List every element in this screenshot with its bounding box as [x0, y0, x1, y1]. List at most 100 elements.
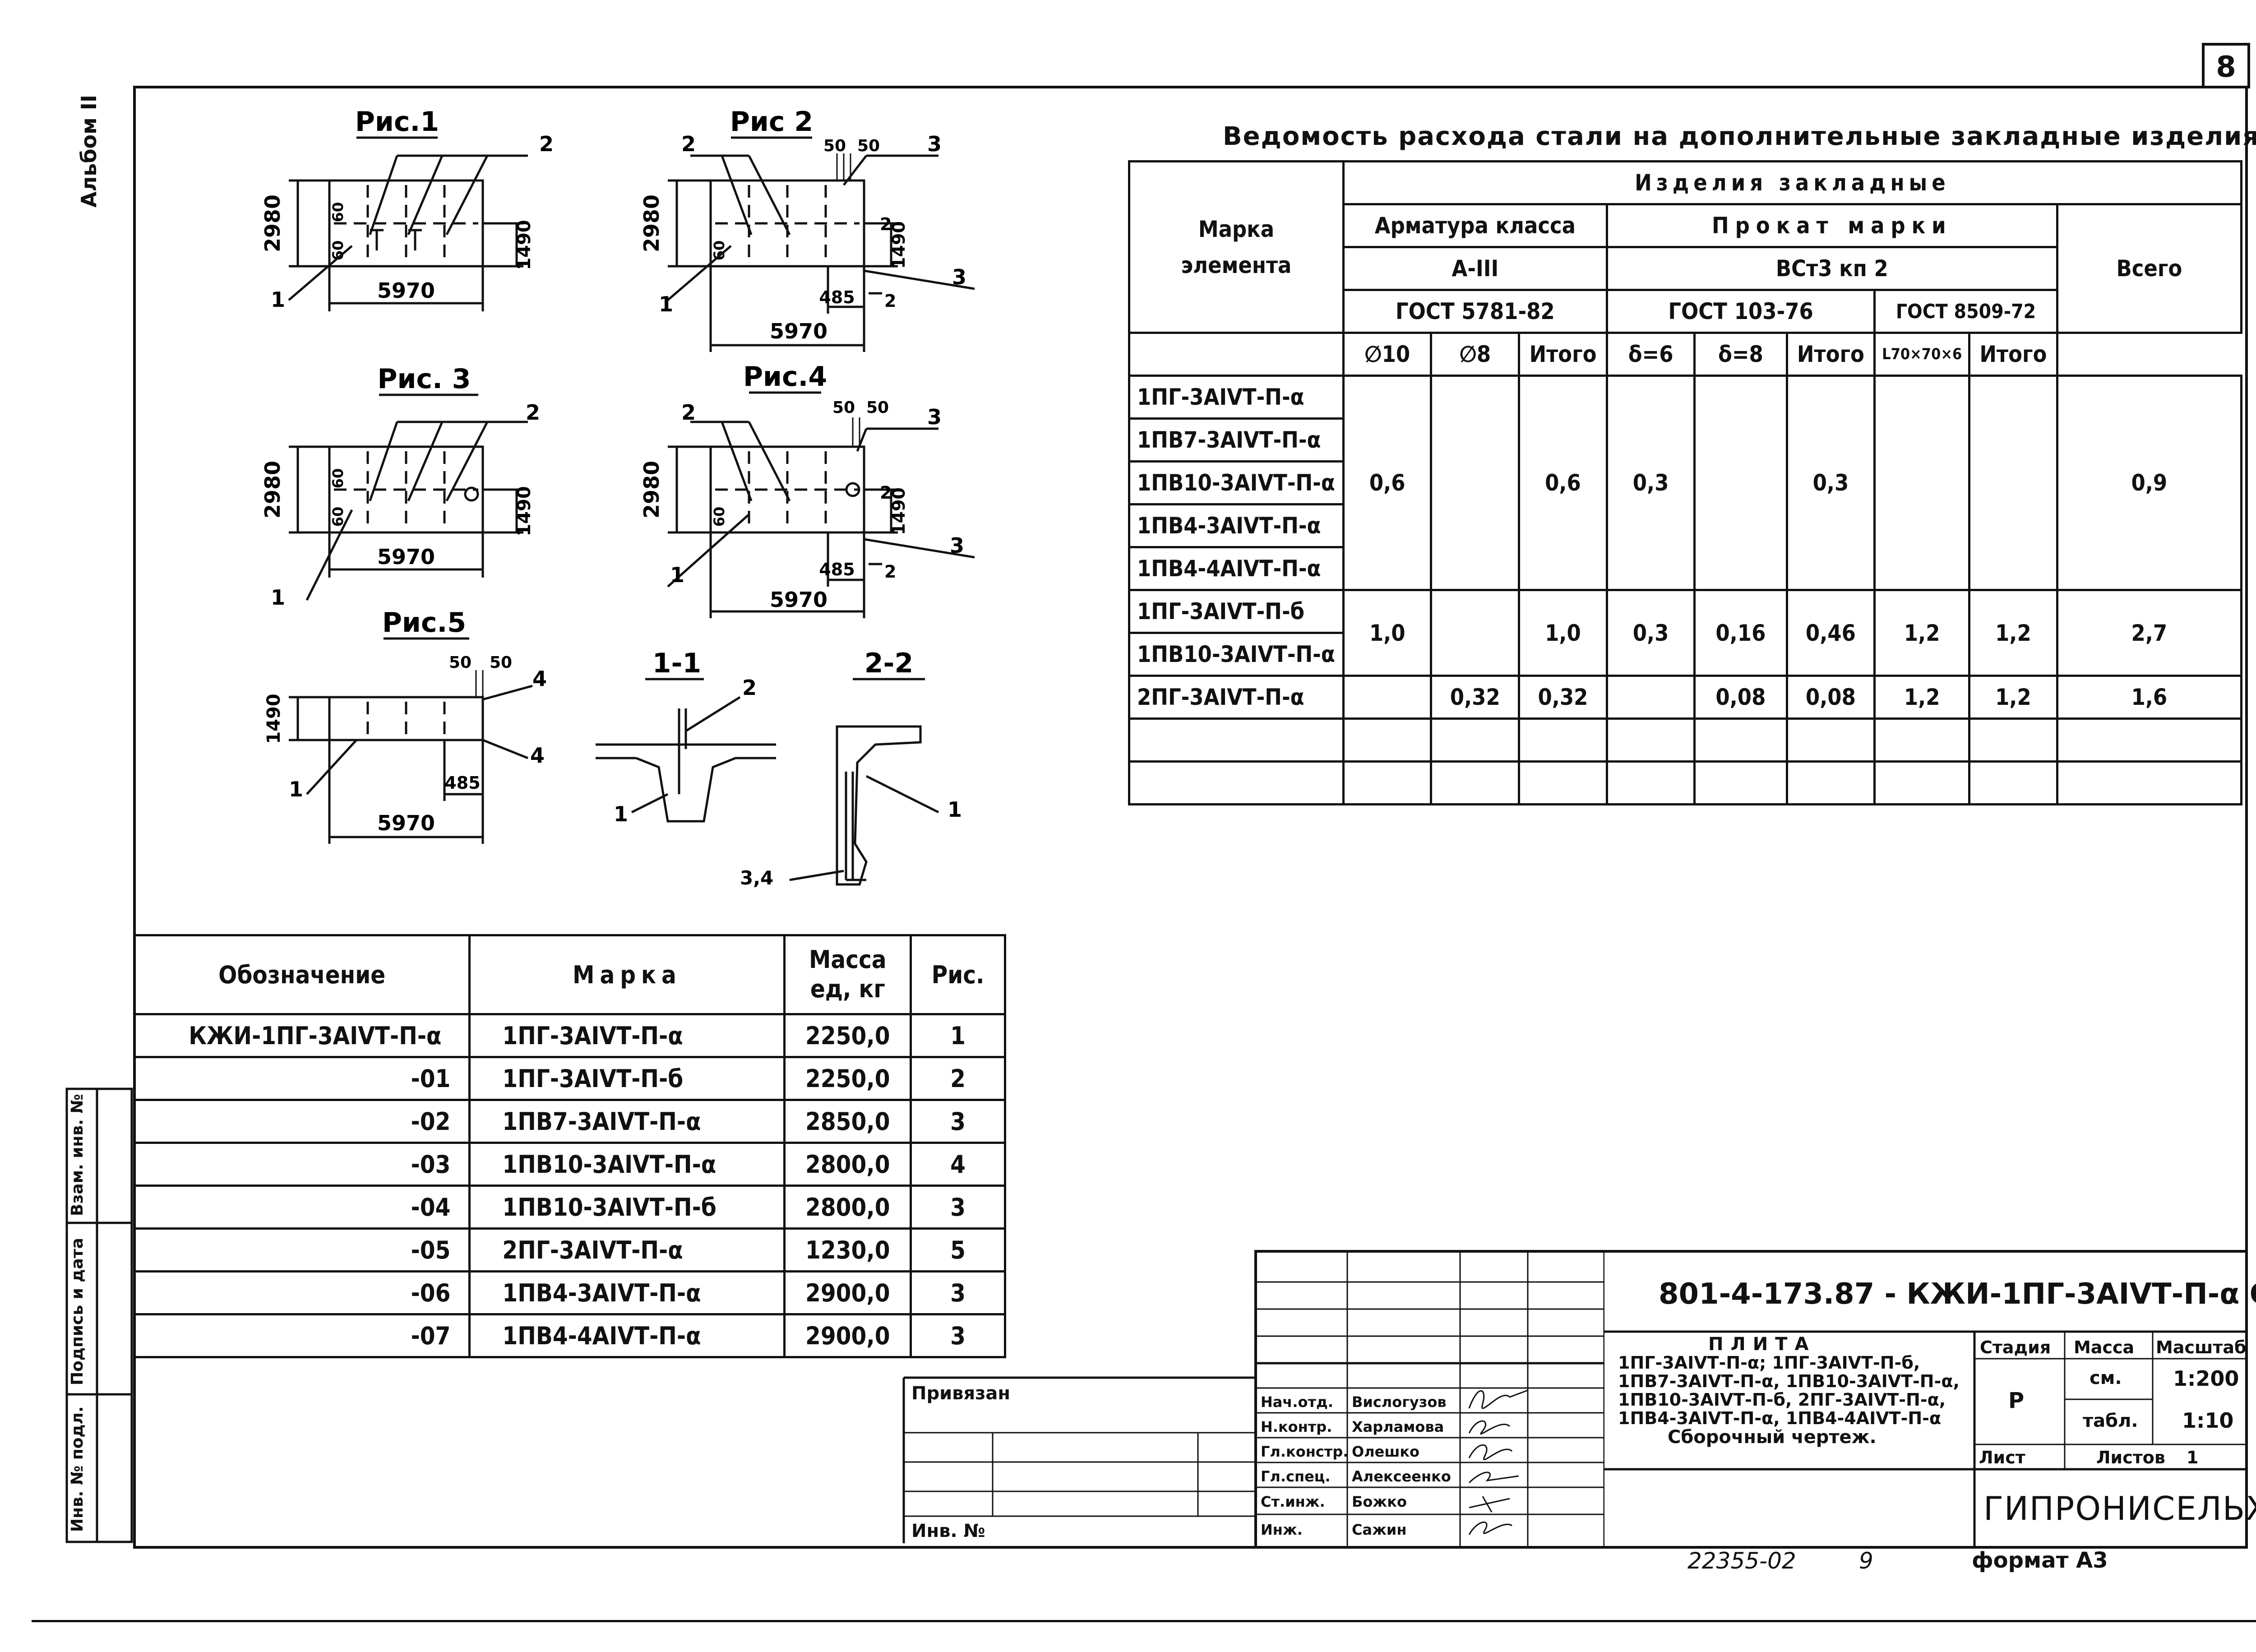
svg-text:5970: 5970 [377, 811, 435, 835]
svg-text:1: 1 [614, 802, 628, 826]
spec-row-fig: 3 [910, 1313, 1006, 1358]
doc-code: 801-4-173.87 - КЖИ-1ПГ-3АIVТ-П-α СБ [1659, 1277, 2256, 1311]
stage-header: Стадия [1980, 1337, 2051, 1357]
spec-row-code: -01 [133, 1056, 471, 1101]
name-n-kontr: Харламова [1352, 1418, 1444, 1435]
spec-row-code: -06 [133, 1270, 471, 1315]
side-stamp: Инв. № подл. Подпись и дата Взам. инв. № [65, 1087, 133, 1543]
svg-text:50: 50 [857, 137, 880, 155]
svg-text:50: 50 [449, 653, 472, 672]
title-line-1: 1ПГ-3АIVТ-П-α; 1ПГ-3АIVТ-П-б, [1618, 1353, 1920, 1373]
spec-row-fig: 4 [910, 1142, 1006, 1187]
spec-row-code: -05 [133, 1227, 471, 1273]
svg-text:1: 1 [271, 585, 285, 610]
footer-format: формат А3 [1972, 1548, 2108, 1573]
role-nach-otd: Нач.отд. [1261, 1393, 1334, 1411]
spec-row-code: -03 [133, 1142, 471, 1187]
svg-text:5970: 5970 [770, 588, 828, 612]
steel-row-mark: 1ПВ7-3АIVТ-П-α [1128, 417, 1345, 463]
spec-row-fig: 2 [910, 1056, 1006, 1101]
title-block: Нач.отд. Н.контр. Гл.констр. Гл.спец. Ст… [1254, 1250, 2256, 1546]
spec-row-mark: 1ПВ4-4АIVТ-П-α [468, 1313, 786, 1358]
figure-3: Рис. 3 2980 5970 1490 60 60 2 1 [260, 363, 540, 610]
steel-h-gost3: ГОСТ 8509-72 [1873, 289, 2058, 334]
title-line-2: 1ПВ7-3АIVТ-П-α, 1ПВ10-3АIVТ-П-α, [1618, 1371, 1960, 1391]
svg-text:50: 50 [490, 653, 512, 672]
svg-text:485: 485 [819, 560, 855, 579]
fig4-title: Рис.4 [743, 361, 827, 393]
scale-value-a: 1:200 [2173, 1366, 2239, 1391]
steel-col-t6: δ=6 [1605, 332, 1696, 377]
name-st-inzh: Божко [1352, 1493, 1407, 1510]
spec-h-mass: Масса ед, кг [783, 934, 912, 1015]
spec-row-code: КЖИ-1ПГ-3АIVТ-П-α [133, 1013, 471, 1058]
svg-text:60: 60 [329, 507, 347, 527]
svg-text:2: 2 [681, 400, 696, 425]
side-label-vzam: Взам. инв. № [68, 1094, 87, 1216]
side-label-inv-podl: Инв. № подл. [68, 1406, 87, 1532]
sheet-header: Лист [1979, 1448, 2025, 1467]
side-stamp-lines [65, 1087, 133, 1543]
sheet-number-box: 8 [2202, 43, 2250, 88]
signature-grid [1257, 1253, 1604, 1546]
fig1-dim-half: 1490 [514, 220, 535, 270]
section-2-2: 2-2 1 3,4 [740, 648, 962, 889]
spec-row-mark: 1ПВ7-3АIVТ-П-α [468, 1099, 786, 1144]
spec-row-mark: 2ПГ-3АIVТ-П-α [468, 1227, 786, 1273]
steel-col-total2: Итого [1785, 332, 1876, 377]
svg-text:5970: 5970 [770, 319, 828, 343]
fig3-title: Рис. 3 [377, 363, 471, 395]
svg-text:2: 2 [526, 400, 540, 425]
steel-col-angle: L70×70×6 [1873, 332, 1971, 377]
steel-h-a3: А-III [1342, 246, 1608, 291]
svg-text:2: 2 [884, 562, 896, 582]
spec-row-mark: 1ПГ-3АIVТ-П-α [468, 1013, 786, 1058]
svg-text:60: 60 [329, 468, 347, 489]
svg-text:1490: 1490 [514, 486, 535, 536]
scale-header: Масштаб [2156, 1337, 2247, 1357]
name-gl-spec: Алексеенко [1352, 1468, 1451, 1485]
svg-text:3: 3 [927, 405, 942, 429]
svg-text:3: 3 [952, 265, 966, 289]
spec-row-fig: 5 [910, 1227, 1006, 1273]
mass-value-a: см. [2090, 1368, 2122, 1388]
spec-row-mass: 2850,0 [783, 1099, 912, 1144]
steel-h-items: Изделия закладные [1342, 160, 2243, 205]
role-gl-konstr: Гл.констр. [1261, 1443, 1349, 1460]
svg-text:2980: 2980 [260, 461, 285, 518]
svg-text:50: 50 [832, 398, 855, 417]
svg-text:1: 1 [289, 777, 303, 801]
svg-text:2980: 2980 [639, 461, 664, 518]
binding-inv: Инв. № [911, 1521, 985, 1541]
svg-text:2: 2 [880, 483, 892, 503]
role-gl-spec: Гл.спец. [1261, 1468, 1331, 1485]
role-n-kontr: Н.контр. [1261, 1418, 1332, 1435]
steel-row-mark: 1ПГ-3АIVТ-П-α [1128, 375, 1345, 420]
svg-text:5970: 5970 [377, 545, 435, 569]
trim-line [32, 1620, 2256, 1622]
sec22-title: 2-2 [864, 648, 913, 679]
steel-col-d10: ∅10 [1342, 332, 1433, 377]
svg-text:2980: 2980 [639, 194, 664, 252]
spec-h-mark: Марка [468, 934, 786, 1015]
steel-row-mark: 1ПГ-3АIVТ-П-б [1128, 589, 1345, 634]
steel-table-title: Ведомость расхода стали на дополнительны… [1223, 122, 2256, 151]
svg-text:60: 60 [329, 202, 347, 222]
steel-col-total3: Итого [1968, 332, 2058, 377]
steel-col-total1: Итого [1518, 332, 1608, 377]
spec-table: Обозначение Марка Масса ед, кг Рис. КЖИ-… [133, 934, 1006, 1358]
steel-row-mark: 1ПВ4-4АIVТ-П-α [1128, 546, 1345, 591]
spec-h-fig: Рис. [910, 934, 1006, 1015]
section-1-1: 1-1 2 1 [596, 648, 776, 826]
mass-value-b: табл. [2083, 1411, 2138, 1431]
sheets-value: 1 [2187, 1448, 2199, 1467]
figure-5: Рис.5 1490 5970 485 50 50 4 4 1 [264, 607, 547, 844]
steel-h-rolled-mark: Прокат марки [1605, 203, 2058, 248]
svg-text:3: 3 [950, 533, 964, 558]
figure-2: Рис 2 2980 5970 1490 485 50 50 60 2 3 [639, 106, 975, 352]
spec-row-fig: 1 [910, 1013, 1006, 1058]
spec-row-mass: 2250,0 [783, 1013, 912, 1058]
svg-text:3: 3 [927, 132, 942, 156]
spec-row-code: -02 [133, 1099, 471, 1144]
side-label-signature: Подпись и дата [68, 1238, 87, 1385]
